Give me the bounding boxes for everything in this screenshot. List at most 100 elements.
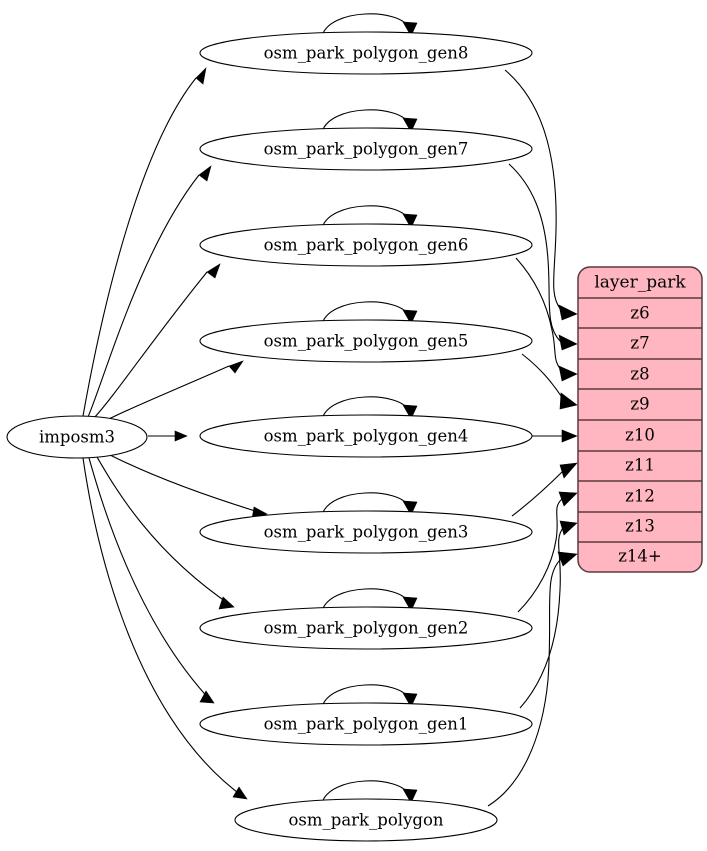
arrowhead-icon <box>195 67 207 85</box>
edge-line <box>109 454 266 515</box>
arrowhead-icon <box>199 690 215 704</box>
node-label: osm_park_polygon_gen8 <box>264 44 469 63</box>
table-row-z13[interactable]: z13 <box>625 517 655 536</box>
node-label: osm_park_polygon_gen4 <box>264 427 469 446</box>
arrowhead-icon <box>402 500 418 516</box>
node-shape[interactable] <box>199 127 533 171</box>
table-row-z10[interactable]: z10 <box>625 426 655 445</box>
node-gen8[interactable]: osm_park_polygon_gen8 <box>199 31 533 75</box>
table-row-z11[interactable]: z11 <box>625 456 655 475</box>
arrowhead-icon <box>561 429 578 443</box>
node-gen1[interactable]: osm_park_polygon_gen1 <box>199 702 533 746</box>
node-gen5[interactable]: osm_park_polygon_gen5 <box>199 319 533 363</box>
node-gen6[interactable]: osm_park_polygon_gen6 <box>199 223 533 267</box>
edge-imposm3-to-base <box>82 457 248 800</box>
arrowhead-icon <box>402 692 418 708</box>
edge-group-source-to-nodes <box>82 67 268 800</box>
arrowhead-icon <box>402 404 418 420</box>
arrowhead-icon <box>402 117 418 133</box>
edge-imposm3-to-gen1 <box>88 457 215 704</box>
arrowhead-icon <box>232 786 248 800</box>
node-label: osm_park_polygon <box>288 811 443 830</box>
edge-gen5-to-z9 <box>521 353 578 410</box>
self-loop-gen7 <box>321 109 418 133</box>
table-row-z7[interactable]: z7 <box>630 334 649 353</box>
node-label: osm_park_polygon_gen5 <box>264 332 469 351</box>
node-shape[interactable] <box>199 510 533 554</box>
edge-gen7-to-z7 <box>508 163 578 351</box>
edge-imposm3-to-gen4 <box>148 430 188 442</box>
edge-line <box>504 69 562 311</box>
node-shape[interactable] <box>199 31 533 75</box>
edge-gen4-to-z10 <box>532 429 578 443</box>
edge-imposm3-to-gen6 <box>93 263 221 419</box>
arrowhead-icon <box>206 263 221 279</box>
arrowhead-icon <box>198 165 212 182</box>
edge-gen3-to-z11 <box>511 462 578 517</box>
arrowhead-icon <box>557 551 578 567</box>
arrowhead-icon <box>228 360 244 374</box>
edge-gen2-to-z12 <box>517 491 578 613</box>
node-gen2[interactable]: osm_park_polygon_gen2 <box>199 606 533 650</box>
table-row-z14plus[interactable]: z14+ <box>618 547 662 566</box>
table-row-z6[interactable]: z6 <box>630 304 649 323</box>
arrowhead-icon <box>558 365 578 382</box>
edge-line <box>521 353 564 400</box>
node-base[interactable]: osm_park_polygon <box>234 798 498 842</box>
node-shape[interactable] <box>199 414 533 458</box>
arrowhead-icon <box>558 334 578 351</box>
edge-imposm3-to-gen3 <box>109 454 268 520</box>
edge-group-nodes-to-table <box>487 69 578 807</box>
node-label: osm_park_polygon_gen1 <box>264 715 469 734</box>
node-shape[interactable] <box>234 798 498 842</box>
edge-line <box>517 498 563 613</box>
edge-imposm3-to-gen7 <box>87 165 212 418</box>
node-shape[interactable] <box>199 223 533 267</box>
node-label: osm_park_polygon_gen3 <box>264 523 469 542</box>
arrowhead-icon <box>402 596 418 612</box>
arrowhead-icon <box>218 596 235 610</box>
arrowhead-icon <box>402 21 418 37</box>
self-loop-group <box>321 13 418 804</box>
node-label: imposm3 <box>39 428 115 447</box>
table-header-label: layer_park <box>594 273 686 293</box>
edge-line <box>96 456 233 607</box>
node-shape[interactable] <box>199 606 533 650</box>
edge-line <box>93 271 208 419</box>
node-label: osm_park_polygon_gen6 <box>264 236 469 255</box>
self-loop-gen6 <box>321 205 418 229</box>
node-label: osm_park_polygon_gen2 <box>264 619 469 638</box>
edge-line <box>515 257 563 372</box>
edge-base-to-z14plus <box>487 551 578 807</box>
arrowhead-icon <box>558 304 578 321</box>
arrowhead-icon <box>402 213 418 229</box>
self-loop-base <box>321 780 418 804</box>
node-shape[interactable] <box>6 415 148 459</box>
node-gen4[interactable]: osm_park_polygon_gen4 <box>199 414 533 458</box>
edge-gen8-to-z6 <box>504 69 578 321</box>
edge-imposm3-to-gen8 <box>82 67 207 417</box>
edge-gen1-to-z13 <box>519 520 578 709</box>
node-gen7[interactable]: osm_park_polygon_gen7 <box>199 127 533 171</box>
edge-line <box>511 470 564 517</box>
node-shape[interactable] <box>199 702 533 746</box>
node-label: osm_park_polygon_gen7 <box>264 140 469 159</box>
edge-imposm3-to-gen2 <box>96 456 235 610</box>
edge-gen6-to-z8 <box>515 257 578 382</box>
edge-line <box>487 558 562 807</box>
arrowhead-icon <box>559 520 578 536</box>
node-gen3[interactable]: osm_park_polygon_gen3 <box>199 510 533 554</box>
edge-line <box>87 174 200 418</box>
arrowhead-icon <box>559 392 578 410</box>
layer-park-table[interactable]: layer_park z6 z7 z8 z9 z10 z11 z12 z13 z… <box>577 266 703 573</box>
node-shape[interactable] <box>199 319 533 363</box>
node-imposm3[interactable]: imposm3 <box>6 415 148 459</box>
table-row-z8[interactable]: z8 <box>630 365 649 384</box>
table-row-z9[interactable]: z9 <box>630 395 649 414</box>
self-loop-gen2 <box>321 588 418 612</box>
table-row-z12[interactable]: z12 <box>625 487 655 506</box>
arrowhead-icon <box>559 462 578 479</box>
edge-line <box>106 365 230 421</box>
